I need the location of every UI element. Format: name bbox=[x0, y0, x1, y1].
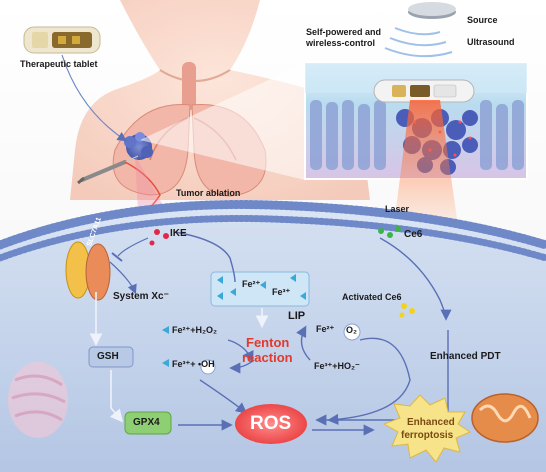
arrow-gsh-to-gpx4 bbox=[109, 370, 124, 423]
tablet-arrow bbox=[61, 54, 127, 142]
slc7a11-transporter-icon bbox=[65, 241, 111, 301]
zoom-cone bbox=[140, 63, 305, 180]
capsule-device-icon bbox=[373, 79, 475, 103]
fe3-ho2-label: Fe³⁺+HO₂⁻ bbox=[314, 361, 360, 371]
laser-beam bbox=[392, 100, 460, 240]
enhanced-pdt-label: Enhanced PDT bbox=[430, 351, 501, 362]
fenton-label-1: Fenton bbox=[246, 335, 290, 350]
cell-membrane-inner bbox=[0, 215, 546, 262]
tumor-ablation-label: Tumor ablation bbox=[176, 188, 241, 198]
ferroptosis-label-2: ferroptosis bbox=[401, 430, 454, 441]
ferroptosis-starburst bbox=[382, 394, 472, 463]
fe2-o2-label-a: Fe²⁺ bbox=[316, 324, 335, 334]
lip-fe3-label: Fe³⁺ bbox=[272, 287, 291, 297]
arrow-ho2-to-fe2 bbox=[296, 325, 311, 361]
oh-radical-icon bbox=[200, 359, 216, 375]
ultrasound-source-icon bbox=[384, 2, 456, 58]
ike-inhibition-line bbox=[111, 237, 149, 262]
fe2-o2-label-b: O₂ bbox=[346, 325, 357, 335]
fe3-oh-label: Fe³⁺+ •OH bbox=[172, 359, 215, 369]
arrow-h2o2-to-fenton bbox=[227, 339, 254, 363]
gsh-box bbox=[88, 346, 134, 368]
source-label: Source bbox=[467, 15, 498, 25]
fe2-h2o2-label: Fe²⁺+H₂O₂ bbox=[172, 325, 218, 335]
ike-molecules bbox=[149, 229, 169, 246]
arrow-ike-to-cell bbox=[174, 231, 236, 283]
arrow-fenton-to-oh bbox=[229, 359, 255, 374]
laser-label: Laser bbox=[385, 204, 410, 214]
tablet-label: Therapeutic tablet bbox=[20, 59, 98, 69]
gpx4-label: GPX4 bbox=[133, 417, 160, 428]
gpx4-box bbox=[124, 411, 172, 435]
control-label: Self-powered and wireless-control bbox=[306, 27, 382, 49]
er-organelle-icon bbox=[8, 362, 68, 438]
ros-label: ROS bbox=[250, 413, 292, 434]
xc-arrow bbox=[109, 261, 137, 295]
o2-icon bbox=[343, 323, 361, 341]
cell-membrane-outer bbox=[0, 200, 546, 250]
gsh-label: GSH bbox=[97, 351, 119, 362]
lip-fe2-label: Fe²⁺ bbox=[242, 279, 261, 289]
lip-label: LIP bbox=[288, 310, 306, 322]
arrow-o2-to-ros bbox=[327, 337, 411, 425]
mitochondria-icon bbox=[471, 393, 539, 443]
therapeutic-tablet-icon bbox=[23, 26, 101, 54]
arrow-oh-to-ros bbox=[199, 379, 248, 414]
fe-icons bbox=[162, 326, 169, 367]
lip-iron-icons bbox=[217, 274, 306, 300]
ce6-molecules bbox=[378, 226, 401, 238]
cell-cytoplasm bbox=[0, 204, 546, 472]
activated-ce6-molecules bbox=[399, 303, 415, 318]
ultrasound-label: Ultrasound bbox=[467, 37, 515, 47]
fenton-label-2: reaction bbox=[242, 350, 293, 365]
ce6-label: Ce6 bbox=[404, 229, 423, 240]
arrow-ce6-to-activated bbox=[379, 237, 452, 321]
activated-ce6-label: Activated Ce6 bbox=[342, 292, 402, 302]
ferroptosis-label-1: Enhanced bbox=[407, 417, 455, 428]
system-xc-label: System Xc⁻ bbox=[113, 291, 169, 302]
ike-label: IKE bbox=[170, 228, 187, 239]
ros-blob bbox=[235, 404, 307, 444]
